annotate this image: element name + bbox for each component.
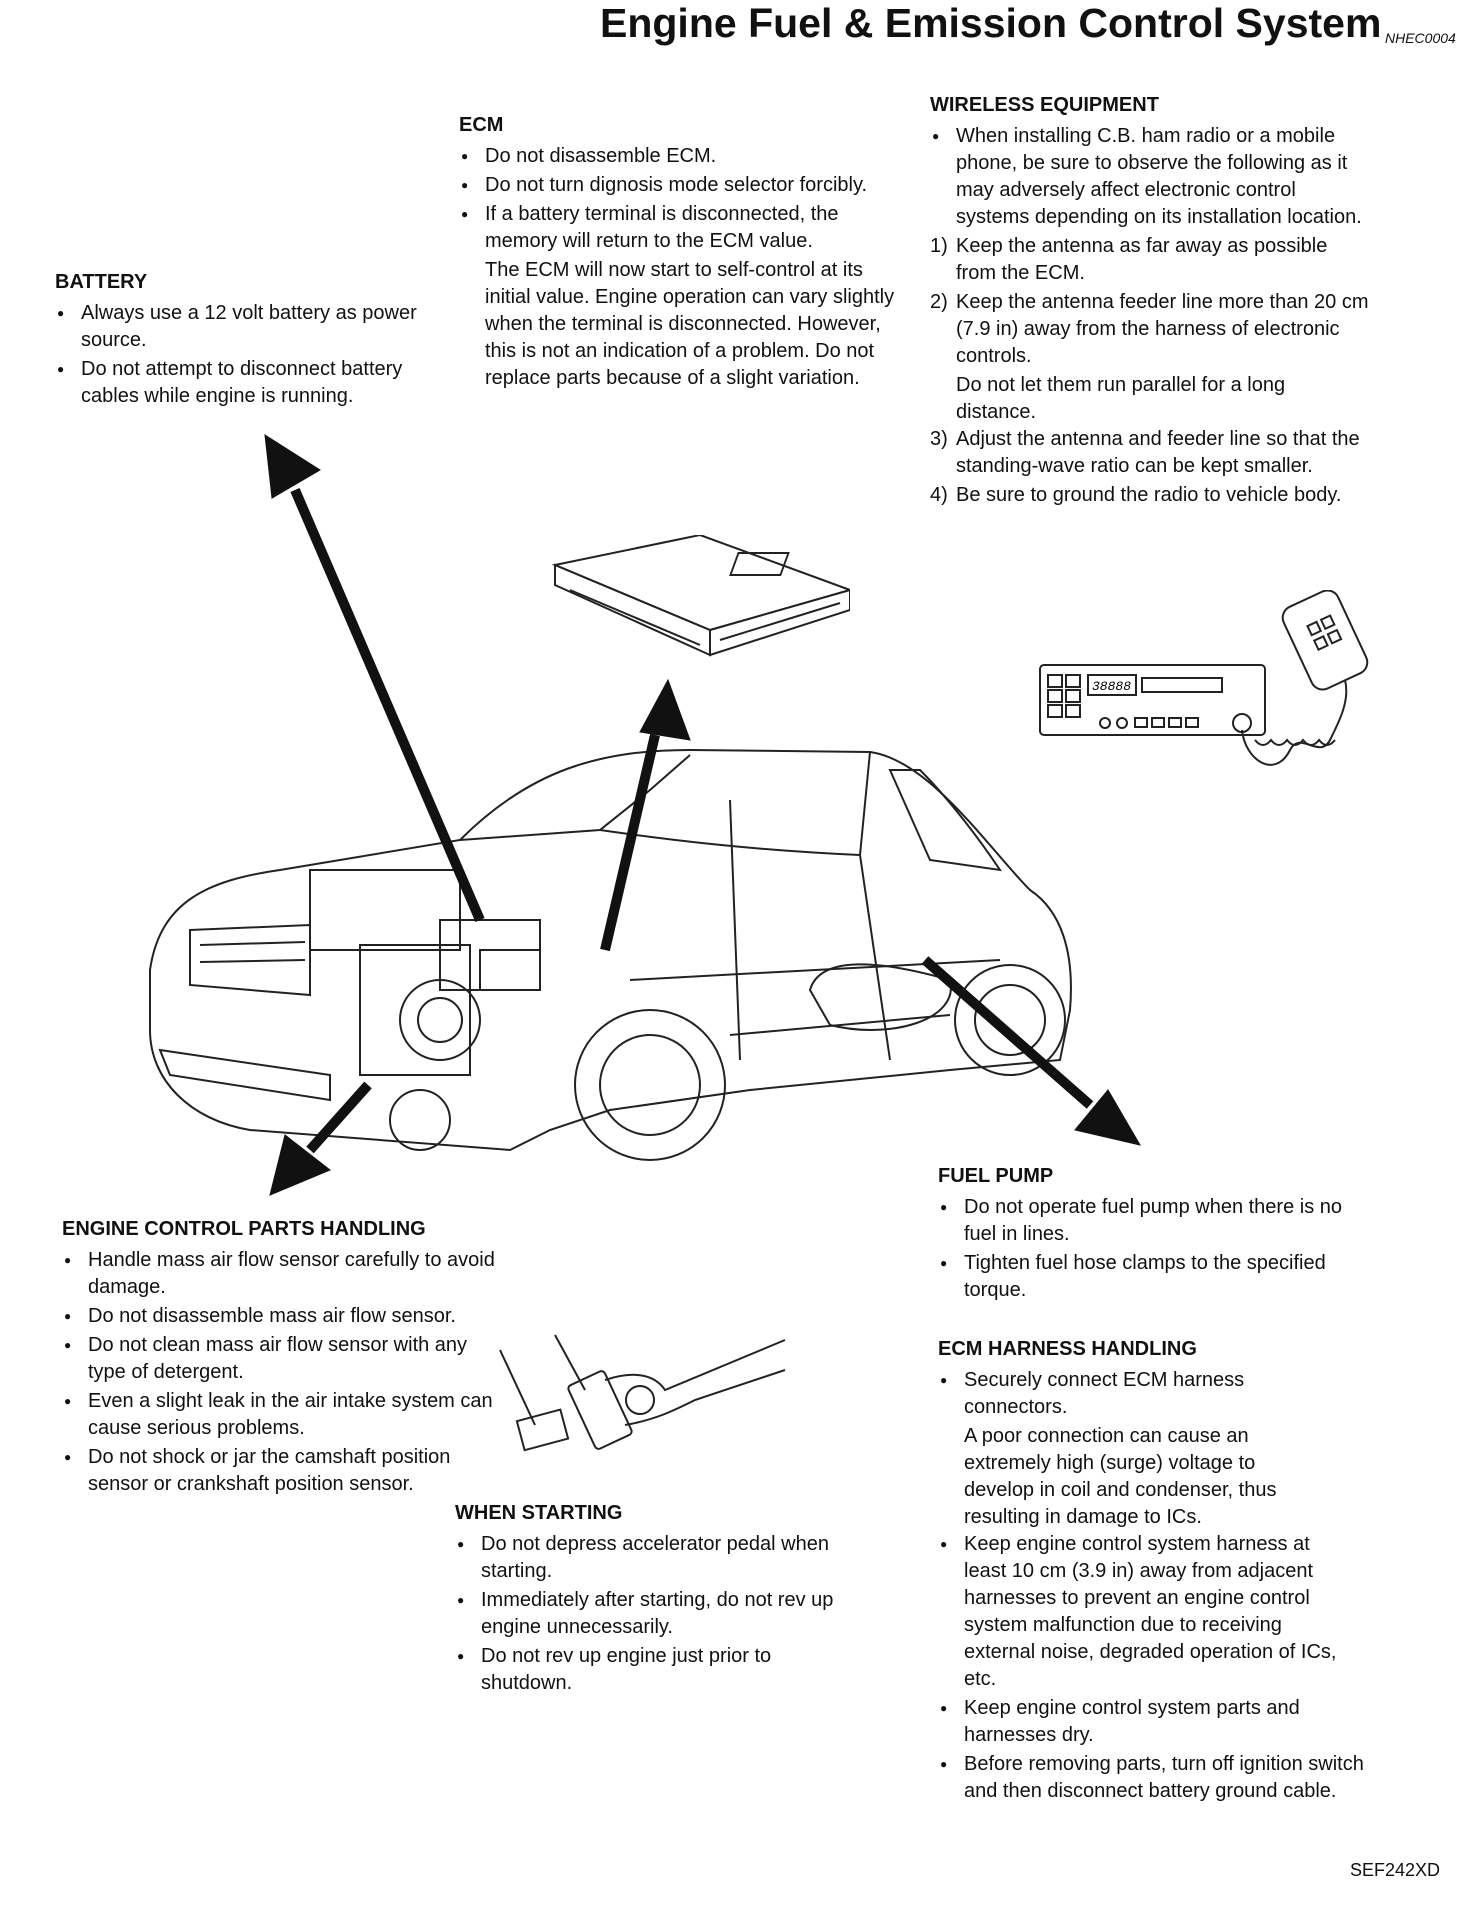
starting-item: Do not rev up engine just prior to shutd…	[455, 1643, 841, 1697]
wireless-heading: WIRELESS EQUIPMENT	[930, 94, 1159, 116]
starting-item: Do not depress accelerator pedal when st…	[455, 1531, 895, 1585]
fuel-pump-heading: FUEL PUMP	[938, 1165, 1054, 1187]
radio-illustration: 38888	[1039, 590, 1369, 766]
battery-item: Do not attempt to disconnect battery cab…	[55, 356, 460, 410]
wireless-section: WIRELESS EQUIPMENT When installing C.B. …	[930, 94, 1370, 511]
harness-item: Securely connect ECM harness connectors.	[938, 1367, 1304, 1421]
battery-item: Always use a 12 volt battery as power so…	[55, 300, 460, 354]
ecm-item: Do not turn dignosis mode selector forci…	[459, 172, 899, 199]
harness-item: Before removing parts, turn off ignition…	[938, 1751, 1384, 1805]
harness-section: ECM HARNESS HANDLING Securely connect EC…	[938, 1338, 1368, 1807]
harness-item: Keep engine control system parts and har…	[938, 1695, 1324, 1749]
engine-parts-section: ENGINE CONTROL PARTS HANDLING Handle mas…	[62, 1218, 502, 1500]
harness-heading: ECM HARNESS HANDLING	[938, 1338, 1197, 1360]
wireless-step: 3)Adjust the antenna and feeder line so …	[930, 428, 1360, 477]
starting-heading: WHEN STARTING	[455, 1502, 623, 1524]
battery-section: BATTERY Always use a 12 volt battery as …	[55, 271, 460, 412]
wireless-step-note: Do not let them run parallel for a long …	[956, 374, 1286, 423]
battery-heading: BATTERY	[55, 271, 148, 293]
car-illustration	[149, 748, 1072, 1161]
engine-parts-item: Do not clean mass air flow sensor with a…	[62, 1332, 468, 1386]
wireless-step: 1)Keep the antenna as far away as possib…	[930, 235, 1328, 284]
arrow-ecm	[639, 678, 691, 741]
harness-note: A poor connection can cause an extremely…	[964, 1425, 1277, 1528]
engine-parts-item: Even a slight leak in the air intake sys…	[62, 1388, 502, 1442]
arrow-battery	[264, 434, 321, 499]
arrow-fuel-pump	[1074, 1089, 1142, 1146]
ecm-item: If a battery terminal is disconnected, t…	[459, 201, 899, 255]
wireless-step: 4)Be sure to ground the radio to vehicle…	[930, 484, 1342, 506]
fuel-pump-item: Tighten fuel hose clamps to the specifie…	[938, 1250, 1378, 1304]
document-code: NHEC0004	[1385, 30, 1456, 46]
ecm-item: Do not disassemble ECM.	[459, 143, 899, 170]
wireless-step: 2)Keep the antenna feeder line more than…	[930, 291, 1369, 367]
ecm-section: ECM Do not disassemble ECM. Do not turn …	[459, 114, 899, 392]
engine-parts-item: Handle mass air flow sensor carefully to…	[62, 1247, 502, 1301]
arrow-engine-parts	[269, 1134, 331, 1196]
figure-code: SEF242XD	[1350, 1860, 1441, 1880]
fuel-pump-section: FUEL PUMP Do not operate fuel pump when …	[938, 1165, 1378, 1306]
starting-section: WHEN STARTING Do not depress accelerator…	[455, 1502, 895, 1699]
pedal-illustration	[499, 1334, 786, 1452]
engine-parts-heading: ENGINE CONTROL PARTS HANDLING	[62, 1218, 426, 1240]
radio-display-text: 38888	[1092, 679, 1131, 694]
ecm-unit-illustration	[551, 535, 850, 657]
wireless-intro: When installing C.B. ham radio or a mobi…	[930, 123, 1370, 231]
engine-parts-item: Do not shock or jar the camshaft positio…	[62, 1444, 468, 1498]
engine-parts-item: Do not disassemble mass air flow sensor.	[62, 1303, 502, 1330]
ecm-note: The ECM will now start to self-control a…	[485, 259, 895, 389]
starting-item: Immediately after starting, do not rev u…	[455, 1587, 895, 1641]
harness-item: Keep engine control system harness at le…	[938, 1531, 1344, 1693]
fuel-pump-item: Do not operate fuel pump when there is n…	[938, 1194, 1378, 1248]
ecm-heading: ECM	[459, 114, 504, 136]
page-title: Engine Fuel & Emission Control System	[600, 0, 1382, 46]
